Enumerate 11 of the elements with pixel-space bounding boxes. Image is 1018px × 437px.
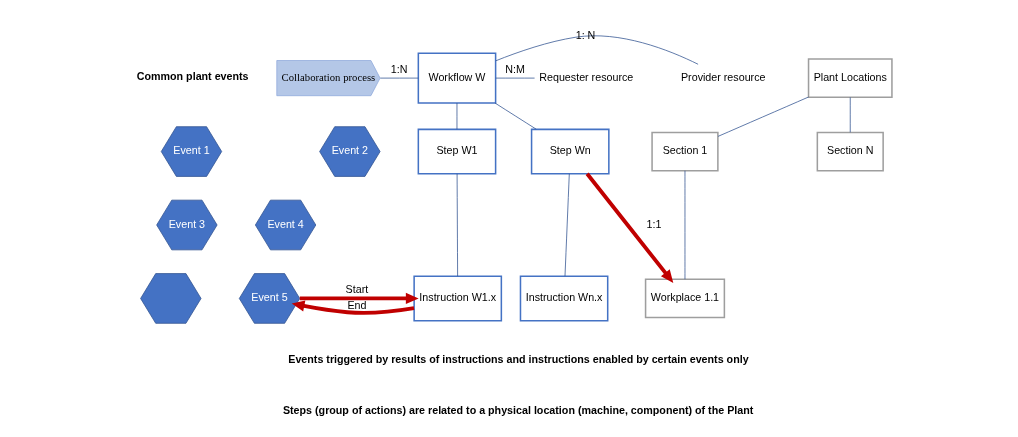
node-text: Requester resource <box>539 70 634 83</box>
node-text: Provider resource <box>680 70 766 83</box>
label: Steps (group of actions) are related to a physical location (machine, component) of the Plant <box>282 404 754 417</box>
edge-label: 1: N <box>575 28 596 41</box>
label: Events triggered by results of instructions and instructions enabled by certain events only <box>288 352 749 365</box>
edge-label: 1:N <box>390 62 408 75</box>
edge-label: End <box>347 299 367 312</box>
edge-label: Start <box>345 283 369 296</box>
edge-label: 1:1 <box>646 217 662 230</box>
label: Common plant events <box>136 70 249 83</box>
edge-label: N:M <box>505 62 525 75</box>
